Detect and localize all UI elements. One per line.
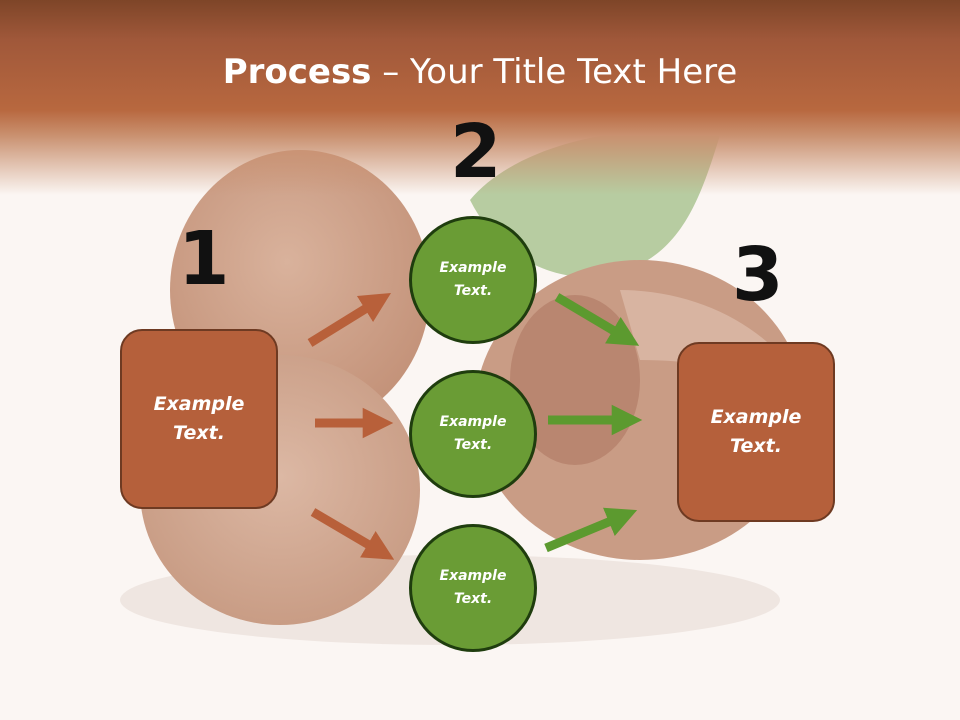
arrow-green-up-right (544, 507, 638, 553)
circle-text: Example Text. (439, 568, 507, 607)
slide-title: Process – Your Title Text Here (0, 52, 960, 92)
arrow-green-down-right (554, 293, 640, 346)
step-3-text: Example Text. (710, 406, 802, 457)
circle-text: Example Text. (439, 260, 507, 299)
step-1-box: Example Text. (120, 329, 278, 509)
title-bold: Process (222, 52, 372, 92)
step-2-circle-bottom: Example Text. (409, 524, 537, 652)
step-number-3: 3 (732, 232, 784, 318)
arrow-up-right (307, 292, 392, 347)
circle-text: Example Text. (439, 414, 507, 453)
step-3-box: Example Text. (677, 342, 835, 522)
step-1-text: Example Text. (153, 393, 245, 444)
step-2-circle-top: Example Text. (409, 216, 537, 344)
step-2-circle-middle: Example Text. (409, 370, 537, 498)
step-number-1: 1 (178, 216, 230, 302)
title-rest: – Your Title Text Here (371, 52, 738, 92)
title-bar (0, 0, 960, 200)
step-number-2: 2 (450, 109, 502, 195)
arrow-down-right (310, 508, 395, 560)
